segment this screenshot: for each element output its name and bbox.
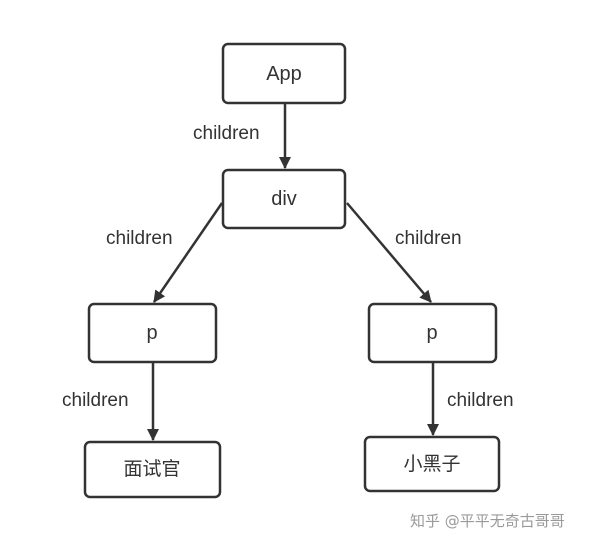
edge-div-p-left (152, 202, 224, 303)
edges (147, 103, 439, 441)
node-box-div (221, 168, 347, 230)
node-label-leaf-right: 小黑子 (403, 453, 460, 475)
edge-label-p-left-leaf-left: children (62, 390, 129, 411)
watermark: 知乎 @平平无奇古哥哥 (410, 512, 565, 530)
edge-div-p-right (346, 202, 432, 303)
edge-label-app-div: children (193, 123, 260, 144)
node-label-leaf-left: 面试官 (123, 458, 180, 480)
node-box-p-right (367, 302, 498, 364)
node-leaf-left: 面试官 (83, 440, 222, 499)
node-p-right: p (367, 302, 498, 364)
node-label-p-left: p (146, 322, 157, 344)
node-box-p-left (87, 302, 218, 364)
node-app: App (221, 42, 347, 105)
node-div: div (221, 168, 347, 230)
edge-labels: children children children children chil… (62, 123, 514, 411)
node-leaf-right: 小黑子 (363, 435, 501, 493)
node-label-p-right: p (426, 322, 437, 344)
node-box-app (221, 42, 347, 105)
edge-label-p-right-leaf-right: children (447, 390, 514, 411)
node-label-div: div (271, 188, 297, 210)
node-box-leaf-right (363, 435, 501, 493)
edge-label-div-p-left: children (106, 228, 173, 249)
edge-label-div-p-right: children (395, 228, 462, 249)
node-p-left: p (87, 302, 218, 364)
node-label-app: App (266, 63, 302, 85)
node-box-leaf-left (83, 440, 222, 499)
